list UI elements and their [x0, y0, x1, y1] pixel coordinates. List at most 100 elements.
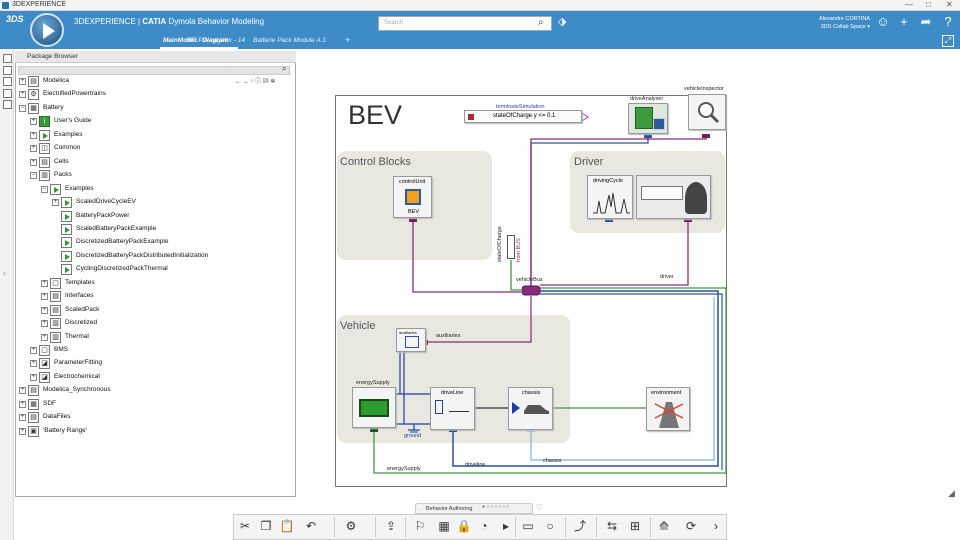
tag-icon[interactable]: ⬗	[558, 16, 567, 28]
monitor-icon	[653, 118, 665, 130]
search-icon[interactable]: ⌕	[282, 64, 287, 73]
collapse-panel-icon[interactable]: ‹	[3, 268, 6, 278]
circle-icon[interactable]: ○	[546, 519, 554, 533]
library-icon[interactable]: ▤	[262, 79, 269, 85]
vehicle-inspector-block[interactable]	[688, 94, 726, 130]
maximize-icon[interactable]: □	[926, 0, 931, 9]
expand-icon[interactable]: +	[30, 158, 37, 166]
gear-icon	[449, 402, 469, 412]
expand-icon[interactable]: ⤢	[942, 35, 954, 47]
toolbar-separator	[334, 517, 335, 537]
expand-icon[interactable]: +	[30, 118, 37, 126]
paste-icon[interactable]: 📋	[279, 519, 295, 533]
drive-analyser-block[interactable]	[628, 103, 668, 134]
lock-icon[interactable]: 🔒	[456, 519, 472, 533]
add-icon[interactable]: +	[900, 14, 908, 29]
driving-cycle-block[interactable]: drivingCycle	[587, 175, 633, 219]
expand-icon[interactable]: +	[41, 333, 48, 341]
collapse-icon[interactable]: −	[41, 185, 48, 193]
share-icon[interactable]: ➦	[920, 14, 932, 29]
info-icon[interactable]: ⓘ	[255, 79, 262, 85]
expand-icon[interactable]: +	[19, 91, 26, 99]
export-icon[interactable]: ⇪	[385, 519, 397, 533]
compass-button[interactable]	[30, 13, 64, 47]
help-icon[interactable]: ?	[944, 14, 952, 29]
energy-supply-block[interactable]	[352, 387, 396, 428]
expand-icon[interactable]: +	[19, 78, 26, 85]
expand-icon[interactable]: +	[19, 400, 26, 408]
user-info[interactable]: Alexandre CORTINA 3DS Collab Space ▾	[780, 15, 870, 31]
favorite-icon[interactable]: ♡	[536, 503, 544, 512]
terminate-simulation-block[interactable]: stateOfCharge.y <= 0.1	[464, 110, 582, 123]
add-tab-button[interactable]: +	[345, 35, 351, 45]
search-input[interactable]: Search	[378, 16, 552, 31]
collapse-icon[interactable]: −	[19, 104, 26, 112]
expand-icon[interactable]: +	[30, 360, 37, 368]
brand-title: 3DEXPERIENCE | CATIA Dymola Behavior Mod…	[74, 17, 264, 26]
plot-icon[interactable]: ◔	[480, 519, 488, 533]
side-panel-button[interactable]	[3, 100, 12, 109]
settings-icon[interactable]: ⚙	[345, 519, 357, 533]
expand-icon[interactable]: +	[41, 279, 48, 287]
expand-icon[interactable]: +	[19, 414, 26, 422]
rectangle-icon[interactable]: ▭	[522, 519, 534, 533]
more-icon[interactable]: ›	[714, 519, 718, 533]
refresh-icon[interactable]: ⟳	[685, 519, 697, 533]
expand-icon[interactable]: +	[30, 347, 37, 354]
package-icon: ▤	[50, 291, 61, 303]
expand-icon[interactable]: +	[41, 306, 48, 314]
tab-rflp-navigator[interactable]: RFLP Navigator - 14	[186, 37, 246, 44]
side-panel-button[interactable]	[3, 89, 12, 98]
chassis-block[interactable]: chassis	[508, 387, 553, 430]
soc-sensor-block[interactable]	[507, 235, 515, 259]
network-icon[interactable]: ⊞	[629, 519, 641, 533]
toolbar-separator	[596, 517, 597, 537]
package-icon: ▤	[28, 412, 39, 424]
close-icon[interactable]: ✕	[946, 0, 953, 9]
driver-block[interactable]	[636, 175, 711, 219]
page-dots-icon[interactable]: ●○○○○○○	[482, 504, 511, 510]
arrow-right-icon[interactable]: →	[242, 79, 249, 85]
expand-icon[interactable]: +	[30, 145, 37, 153]
settings-icon[interactable]: ✲	[270, 79, 276, 85]
connect-icon[interactable]: ⇆	[606, 519, 618, 533]
simulate-icon[interactable]: ⚐	[414, 519, 426, 533]
expand-icon[interactable]: +	[41, 320, 48, 328]
behavior-authoring-tab[interactable]: Behavior Authoring	[415, 503, 533, 514]
package-filter-input[interactable]	[18, 66, 290, 75]
resize-handle-icon[interactable]: ◢	[948, 488, 955, 498]
tab-batterie-pack[interactable]: Batterie Pack Module A.1	[253, 37, 327, 44]
expand-icon[interactable]: +	[19, 387, 26, 395]
line-icon[interactable]: ⤴	[573, 519, 586, 533]
cut-icon[interactable]: ✂	[239, 519, 251, 533]
expand-icon[interactable]: +	[41, 293, 48, 301]
arrow-up-icon[interactable]: ↑	[250, 79, 254, 85]
expand-icon[interactable]: +	[30, 373, 37, 381]
tree-item-label: ScaledDriveCycleEV	[76, 198, 136, 206]
search-icon[interactable]: ⌕	[538, 17, 544, 28]
arrow-left-icon[interactable]: ←	[235, 79, 241, 85]
side-panel-button[interactable]	[3, 77, 12, 86]
undo-icon[interactable]: ↶	[305, 519, 317, 533]
expand-icon[interactable]: +	[19, 427, 26, 435]
stop-icon	[468, 114, 474, 120]
environment-block[interactable]: environment	[646, 387, 690, 431]
tree-item-label: Common	[54, 144, 81, 152]
copy-icon[interactable]: ❐	[260, 519, 272, 533]
check-icon[interactable]: ▦	[438, 519, 450, 533]
drive-line-block[interactable]: driveLine	[430, 387, 475, 430]
expand-icon[interactable]: +	[52, 199, 59, 207]
tree-item-label: Templates	[65, 278, 95, 286]
library-icon[interactable]: ⟰	[658, 519, 670, 533]
play-icon[interactable]: ▸	[502, 519, 510, 533]
collapse-icon[interactable]: −	[30, 172, 37, 180]
minimize-icon[interactable]: —	[905, 0, 913, 9]
control-unit-block[interactable]: controlUnit BEV	[393, 176, 432, 218]
profile-icon[interactable]: ☺	[876, 14, 890, 29]
side-panel-button[interactable]	[3, 66, 12, 75]
auxiliaries-block[interactable]: auxiliaries	[396, 328, 426, 352]
expand-icon[interactable]: +	[30, 131, 37, 139]
tab-main-model-diagram[interactable]: MainModel - Diagram	[163, 37, 229, 44]
side-panel-button[interactable]	[3, 54, 12, 63]
cycle-plot-icon	[593, 192, 630, 214]
